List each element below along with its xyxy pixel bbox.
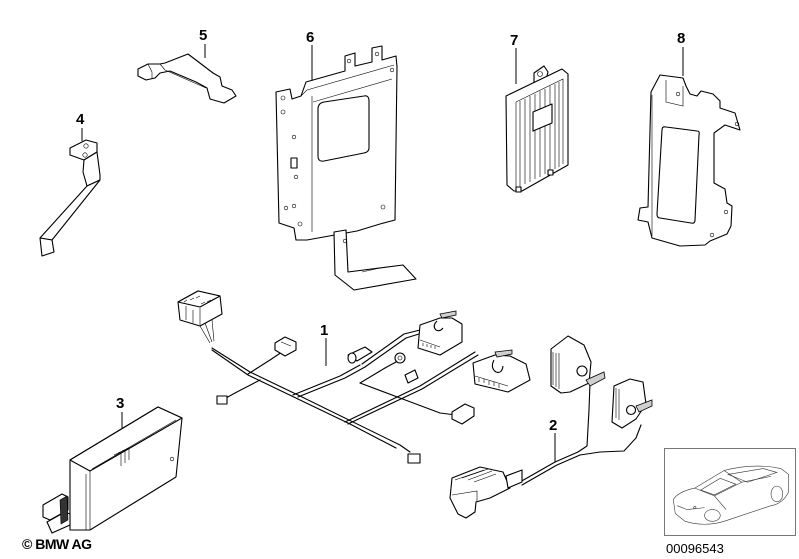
callout-5[interactable]: 5 [199, 27, 207, 44]
part-1-wiring-harness[interactable]: 1 [177, 290, 531, 464]
part-5-bracket[interactable]: 5 [137, 27, 237, 104]
car-outline-icon [673, 465, 789, 525]
reference-number: 00096543 [666, 541, 724, 556]
callout-2[interactable]: 2 [549, 417, 557, 434]
part-3-control-unit[interactable]: 3 [42, 395, 183, 534]
callout-4[interactable]: 4 [76, 111, 85, 128]
copyright-notice: © BMW AG [22, 536, 92, 552]
part-6-mounting-plate[interactable]: 6 [275, 29, 417, 291]
callout-6[interactable]: 6 [306, 29, 314, 46]
part-8-holder-frame[interactable]: 8 [637, 30, 741, 247]
part-2-adapter-lead[interactable]: 2 [449, 335, 653, 519]
part-7-amplifier[interactable]: 7 [505, 32, 569, 193]
callout-7[interactable]: 7 [510, 32, 518, 49]
callout-8[interactable]: 8 [677, 30, 685, 47]
callout-3[interactable]: 3 [116, 395, 124, 412]
callout-1[interactable]: 1 [320, 322, 328, 339]
part-4-bracket[interactable]: 4 [39, 111, 101, 257]
car-location-thumbnail [664, 448, 796, 536]
